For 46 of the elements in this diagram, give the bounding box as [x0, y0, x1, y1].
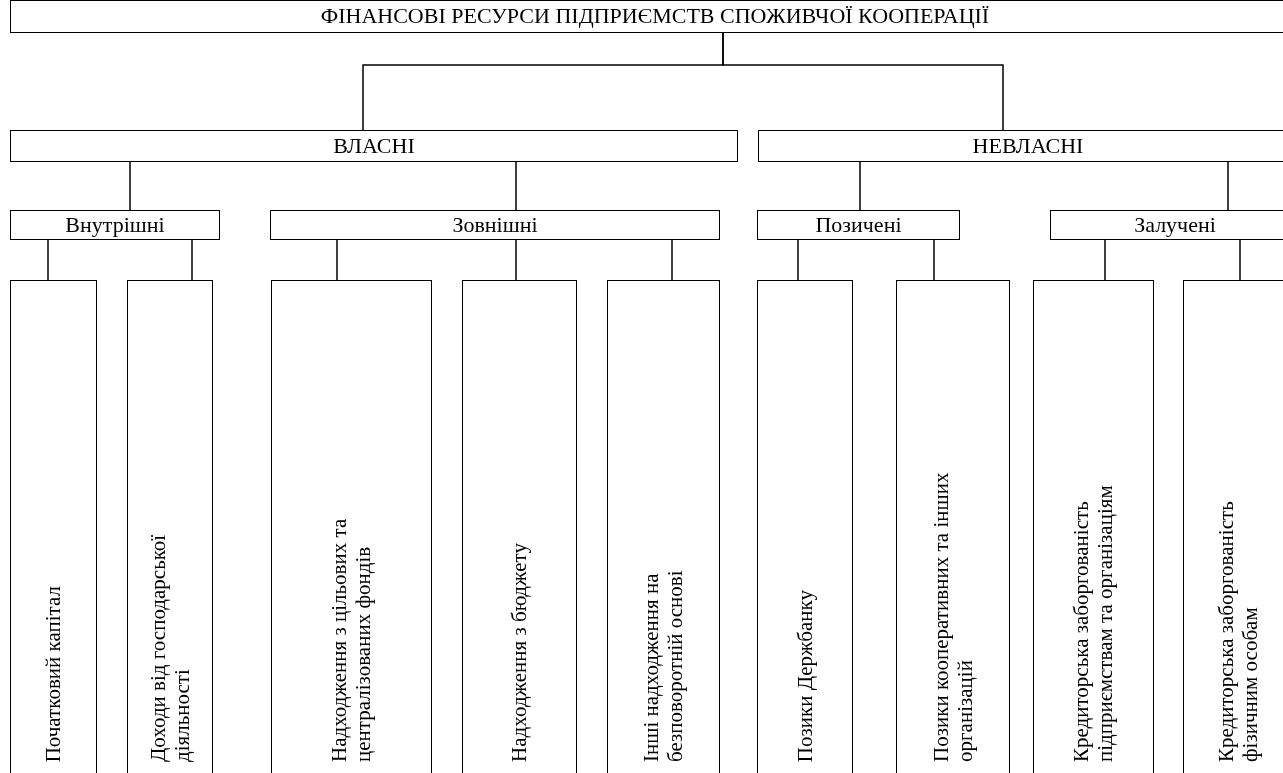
- node-label: ФІНАНСОВІ РЕСУРСИ ПІДПРИЄМСТВ СПОЖИВЧОЇ КООПЕРАЦІЇ: [320, 4, 990, 29]
- leaf-box: [462, 280, 577, 773]
- connector-line: [47, 239, 49, 281]
- node-label: Надходження з цільових та централізованих фондів: [327, 517, 376, 762]
- category-box: [270, 210, 720, 240]
- connector-line: [1104, 239, 1106, 281]
- connector-line: [515, 161, 517, 211]
- connector-line: [933, 239, 935, 281]
- connector-line: [1239, 239, 1241, 281]
- category-box: [757, 210, 960, 240]
- leaf-box: [896, 280, 1010, 773]
- category-box: [758, 130, 1283, 162]
- node-label: Кредиторська заборгованість фізичним особам: [1213, 500, 1263, 762]
- node-label: Зовнішні: [452, 212, 538, 238]
- connector-line: [859, 161, 861, 211]
- leaf-box: [271, 280, 432, 773]
- connector-line: [671, 239, 673, 281]
- connector-line: [722, 32, 1004, 131]
- leaf-box: [1183, 280, 1283, 773]
- connector-line: [191, 239, 193, 281]
- leaf-box: [607, 280, 720, 773]
- node-label: Надходження з бюджету: [507, 543, 532, 762]
- node-label: Інші надходження на безповоротній основі: [639, 569, 688, 762]
- connector-line: [797, 239, 799, 281]
- connector-line: [336, 239, 338, 281]
- leaf-box: [10, 280, 97, 773]
- category-box: [10, 130, 738, 162]
- connector-line: [515, 239, 517, 281]
- connector-line: [129, 161, 131, 211]
- node-label: Позики кооперативних та інших організацій: [928, 471, 978, 762]
- node-label: Внутрішні: [65, 212, 165, 238]
- node-label: ВЛАСНІ: [333, 133, 415, 159]
- node-label: Позики Держбанку: [792, 589, 818, 762]
- category-box: [10, 210, 220, 240]
- leaf-box: [127, 280, 213, 773]
- leaf-box: [757, 280, 853, 773]
- node-label: Початковий капітал: [41, 585, 66, 762]
- leaf-box: [1033, 280, 1154, 773]
- node-label: НЕВЛАСНІ: [972, 133, 1084, 159]
- node-label: Залучені: [1134, 212, 1216, 238]
- connector-line: [1227, 161, 1229, 211]
- node-label: Кредиторська заборгованість підприємствам та організаціям: [1069, 484, 1118, 762]
- node-label: Доходи від господарської діяльності: [145, 533, 195, 762]
- node-label: Позичені: [815, 212, 902, 238]
- category-box: [1050, 210, 1283, 240]
- title-box: [10, 0, 1283, 33]
